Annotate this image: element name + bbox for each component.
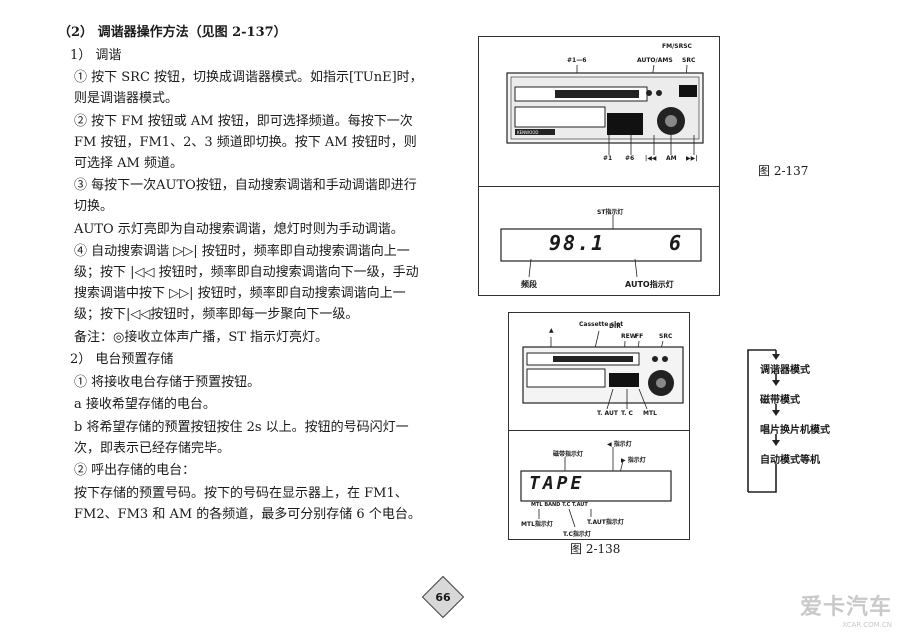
label-ff: FF: [635, 333, 644, 340]
label-arrow-indicator: ◀ 指示灯: [607, 441, 632, 448]
figure-137-display: ST指示灯 98.1 6 频段 AUTO指示灯: [478, 186, 720, 296]
label-row-tags: MTL BAND T.C T.AUT: [531, 502, 588, 508]
paragraph: ③ 每按下一次AUTO按钮，自动搜索调谐和手动调谐即进行切换。: [74, 178, 417, 214]
lcd-tape-text: TAPE: [529, 473, 585, 494]
label-tc-indicator: T.C指示灯: [563, 531, 591, 538]
label-tauto-indicator: T.AUT指示灯: [587, 519, 624, 526]
subheading-tuning: 1） 调谐: [70, 47, 122, 63]
figure-137-unit: #1—6 AUTO/AMS FM/SRSC SRC KENWOOD #1 #6 …: [478, 36, 720, 188]
paragraph: ④ 自动搜索调谐 ▷▷| 按钮时，频率即自动搜索调谐向上一级；按下 |◁◁ 按钮…: [74, 244, 419, 322]
label-rew: REW: [621, 333, 637, 340]
label-tape-indicator: 磁带指示灯: [553, 451, 584, 458]
flow-step-cd-changer: 唱片换片机模式: [760, 425, 830, 436]
label-tc: T. C: [621, 410, 633, 417]
label-prev: |◀◀: [645, 155, 657, 162]
label-mtl: MTL: [643, 410, 657, 417]
flow-step-tuner: 调谐器模式: [760, 365, 810, 376]
page-number-badge: 66: [422, 576, 464, 618]
paragraph: AUTO 示灯亮即为自动搜索调谐，熄灯时则为手动调谐。: [74, 221, 404, 237]
label-src: SRC: [659, 333, 673, 340]
mode-flowchart: 调谐器模式 磁带模式 唱片换片机模式 自动模式等机: [742, 344, 882, 494]
label-fm-src: FM/SRSC: [662, 43, 692, 50]
label-st-indicator: ST指示灯: [597, 209, 624, 216]
page-number: 66: [435, 590, 451, 604]
lcd-frequency: 98.1: [549, 231, 606, 255]
subheading-preset: 2） 电台预置存储: [70, 352, 174, 367]
label-tauto: T. AUT: [597, 410, 618, 417]
figure-137-caption: 图 2-137: [758, 164, 809, 178]
paragraph: a 接收希望存储的电台。: [74, 397, 216, 412]
label-preset-1: #1: [603, 155, 613, 162]
label-right-indicator: ▶ 指示灯: [621, 457, 646, 464]
lcd-drawing: [500, 215, 702, 278]
watermark-url: XCAR.COM.CN: [842, 621, 892, 629]
label-dir: DIR: [609, 323, 621, 330]
lcd-preset-number: 6: [669, 231, 682, 255]
flow-step-auto-standby: 自动模式等机: [760, 455, 820, 466]
label-preset-6: #6: [625, 155, 635, 162]
tape-unit-drawing: [522, 330, 684, 410]
figure-138-unit: ▲ Cassette slot REW FF DIR SRC T. AUT T.…: [508, 312, 690, 432]
paragraph: ① 将接收电台存储于预置按钮。: [74, 374, 261, 390]
label-auto-ams: AUTO/AMS: [637, 57, 673, 64]
label-mtl-indicator: MTL指示灯: [521, 521, 553, 528]
label-am: AM: [666, 155, 677, 162]
note: 备注：◎接收立体声广播，ST 指示灯亮灯。: [74, 329, 329, 345]
paragraph: 按下存储的预置号码。按下的号码在显示器上，在 FM1、FM2、FM3 和 AM …: [74, 485, 421, 522]
label-auto-indicator: AUTO指示灯: [625, 280, 674, 289]
paragraph: ② 按下 FM 按钮或 AM 按钮，即可选择频道。每按下一次 FM 按钮，FM1…: [74, 113, 417, 171]
label-next: ▶▶|: [686, 155, 698, 162]
label-presets: #1—6: [567, 57, 587, 64]
label-src: SRC: [682, 57, 696, 64]
figure-138-display: 磁带指示灯 ◀ 指示灯 ▶ 指示灯 TAPE MTL BAND T.C T.AU…: [508, 430, 690, 540]
section-heading: （2） 调谐器操作方法（见图 2-137）: [58, 25, 287, 40]
watermark-logo: 爱卡汽车 XCAR.COM.CN: [800, 589, 892, 629]
watermark-text: 爱卡汽车: [799, 595, 892, 620]
flowchart-arrows: [747, 349, 780, 493]
brand-logo: KENWOOD: [517, 130, 538, 135]
figure-138-caption: 图 2-138: [570, 542, 621, 556]
label-cassette-slot: Cassette slot: [579, 321, 624, 328]
paragraph: ① 按下 SRC 按钮，切换成调谐器模式。如指示[TUnE]时，则是调谐器模式。: [74, 70, 423, 106]
manual-text-column: （2） 调谐器操作方法（见图 2-137） 1） 调谐 ① 按下 SRC 按钮，…: [58, 22, 428, 526]
tape-lcd-drawing: [520, 447, 672, 528]
paragraph: ② 呼出存储的电台：: [74, 463, 196, 478]
label-band: 频段: [521, 280, 537, 289]
head-unit-drawing: KENWOOD: [506, 64, 704, 155]
label-eject: ▲: [549, 327, 554, 334]
flow-step-tape: 磁带模式: [760, 395, 800, 406]
paragraph: b 将希望存储的预置按钮按住 2s 以上。按钮的号码闪灯一次，即表示已经存储完毕…: [74, 419, 409, 456]
